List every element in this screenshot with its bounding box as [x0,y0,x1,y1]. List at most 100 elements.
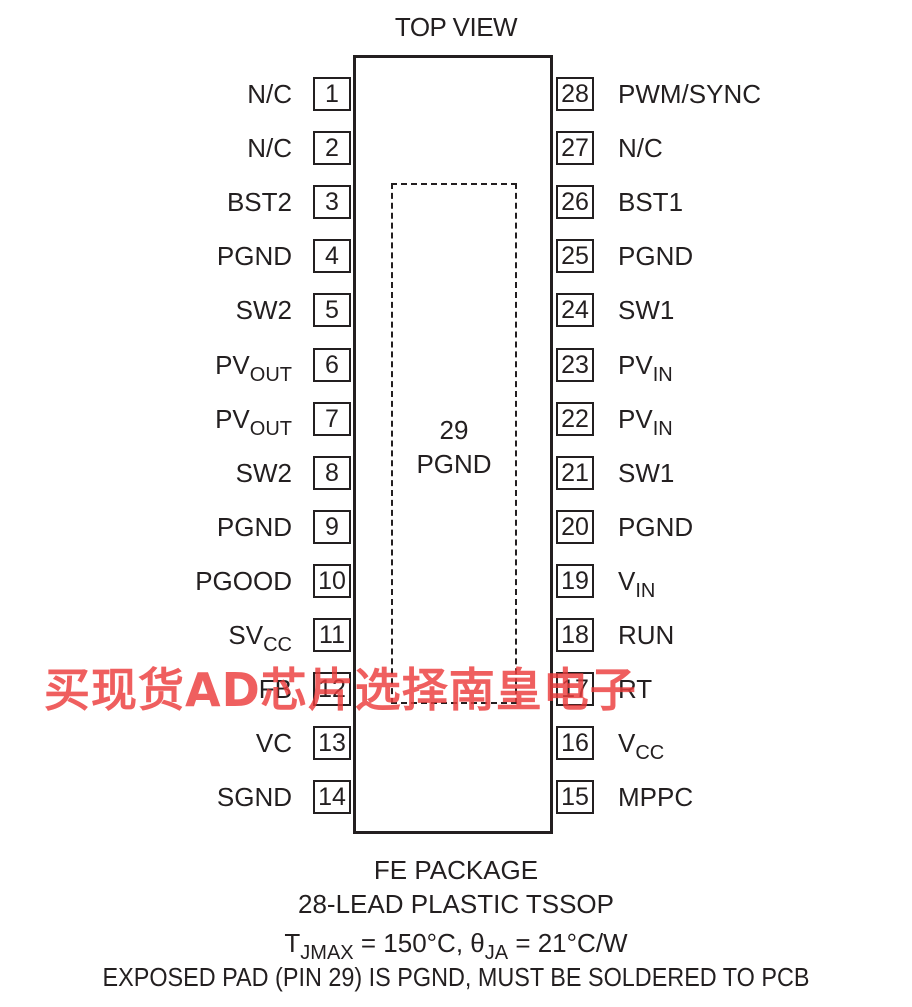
pin-number-box: 4 [313,239,351,273]
pin-number-box: 10 [313,564,351,598]
pin-name-subscript: CC [635,742,665,764]
tjmax-symbol: T [284,928,301,958]
pin-number-box: 12 [313,672,351,706]
pin-name: BST2 [226,187,292,217]
thermal-spec: TJMAX = 150°C, θJA = 21°C/W [0,928,912,963]
pin-number-box: 9 [313,510,351,544]
pin-label: SGND [217,780,292,814]
exposed-pad-name: PGND [416,449,492,479]
pin-name: PV [618,404,653,434]
pin-name: N/C [247,79,292,109]
pin-number-box: 13 [313,726,351,760]
pin-number-box: 15 [556,780,594,814]
pin-label: VCC [618,726,664,763]
pin-label: PWM/SYNC [618,77,761,111]
pin-label: PVOUT [215,402,292,439]
pin-label: PGND [217,239,292,273]
pin-label: PGND [618,510,693,544]
pin-label: BST2 [227,185,292,219]
pin-label: RT [618,672,652,706]
diagram-title: TOP VIEW [394,12,518,42]
pin-name: SV [228,620,264,650]
exposed-pad-note: EXPOSED PAD (PIN 29) IS PGND, MUST BE SO… [102,962,810,992]
pin-number-box: 23 [556,348,594,382]
pin-name-subscript: IN [652,364,673,386]
pin-number-box: 1 [313,77,351,111]
pin-label: VC [256,726,292,760]
pin-number-box: 11 [313,618,351,652]
pin-number-box: 16 [556,726,594,760]
pin-name: PV [215,350,250,380]
pin-number-box: 20 [556,510,594,544]
pin-name: PGND [216,512,292,542]
pin-label: SW1 [618,456,674,490]
pin-name-subscript: CC [263,634,292,656]
pin-name: SGND [216,782,292,812]
pin-label: SW1 [618,293,674,327]
pin-name: PWM/SYNC [618,79,761,109]
pin-label: FB [259,672,292,706]
pin-label: PGOOD [195,564,292,598]
pin-label: PGND [618,239,693,273]
pin-name: V [618,566,636,596]
pin-number-box: 28 [556,77,594,111]
pin-name: PGOOD [195,566,292,596]
pin-label: VIN [618,564,655,601]
pin-number-box: 24 [556,293,594,327]
pin-name: SW2 [235,458,292,488]
pin-number-box: 19 [556,564,594,598]
pin-name: BST1 [618,187,684,217]
pin-number-box: 22 [556,402,594,436]
theta-subscript: JA [484,942,509,964]
pin-label: PVOUT [215,348,292,385]
pin-number-box: 2 [313,131,351,165]
pin-name: RT [618,674,653,704]
pin-number-box: 17 [556,672,594,706]
pin-label: BST1 [618,185,683,219]
pin-label: SW2 [236,293,292,327]
pin-number-box: 27 [556,131,594,165]
pin-name: SW1 [618,458,675,488]
pin-name: V [618,728,636,758]
package-lead-description: 28-LEAD PLASTIC TSSOP [298,889,614,919]
pin-number-box: 25 [556,239,594,273]
pin-name: PGND [216,241,292,271]
pin-number-box: 21 [556,456,594,490]
watermark-text: 买现货AD芯片选择南皇电子 [44,663,637,717]
pin-label: SVCC [228,618,292,655]
pin-name: SW2 [235,295,292,325]
pin-number-box: 26 [556,185,594,219]
pin-name: PV [215,404,250,434]
pin-name: MPPC [618,782,694,812]
pin-label: PVIN [618,402,673,439]
theta-value: = 21°C/W [508,928,628,958]
tjmax-value: = 150°C, [353,928,471,958]
pin-number-box: 5 [313,293,351,327]
pin-name: PV [618,350,653,380]
pin-label: RUN [618,618,674,652]
pin-name: VC [255,728,292,758]
theta-symbol: θ [470,928,485,958]
pin-number-box: 18 [556,618,594,652]
pin-label: MPPC [618,780,693,814]
pin-name: SW1 [618,295,675,325]
pin-label: N/C [247,131,292,165]
pin-name-subscript: IN [652,418,673,440]
pin-label: SW2 [236,456,292,490]
pin-number-box: 7 [313,402,351,436]
pin-name: FB [258,674,292,704]
pin-label: N/C [618,131,663,165]
pin-number-box: 8 [313,456,351,490]
pin-number-box: 14 [313,780,351,814]
pin-name: N/C [618,133,663,163]
pin-number-box: 6 [313,348,351,382]
package-name: FE PACKAGE [373,855,539,885]
pin-name: PGND [618,241,694,271]
pin-name-subscript: OUT [249,418,292,440]
pin-number-box: 3 [313,185,351,219]
pin-name: N/C [247,133,292,163]
pin-name-subscript: OUT [249,364,292,386]
tjmax-subscript: JMAX [300,942,354,964]
pin-name: PGND [618,512,694,542]
exposed-pad-number: 29 [439,415,469,445]
